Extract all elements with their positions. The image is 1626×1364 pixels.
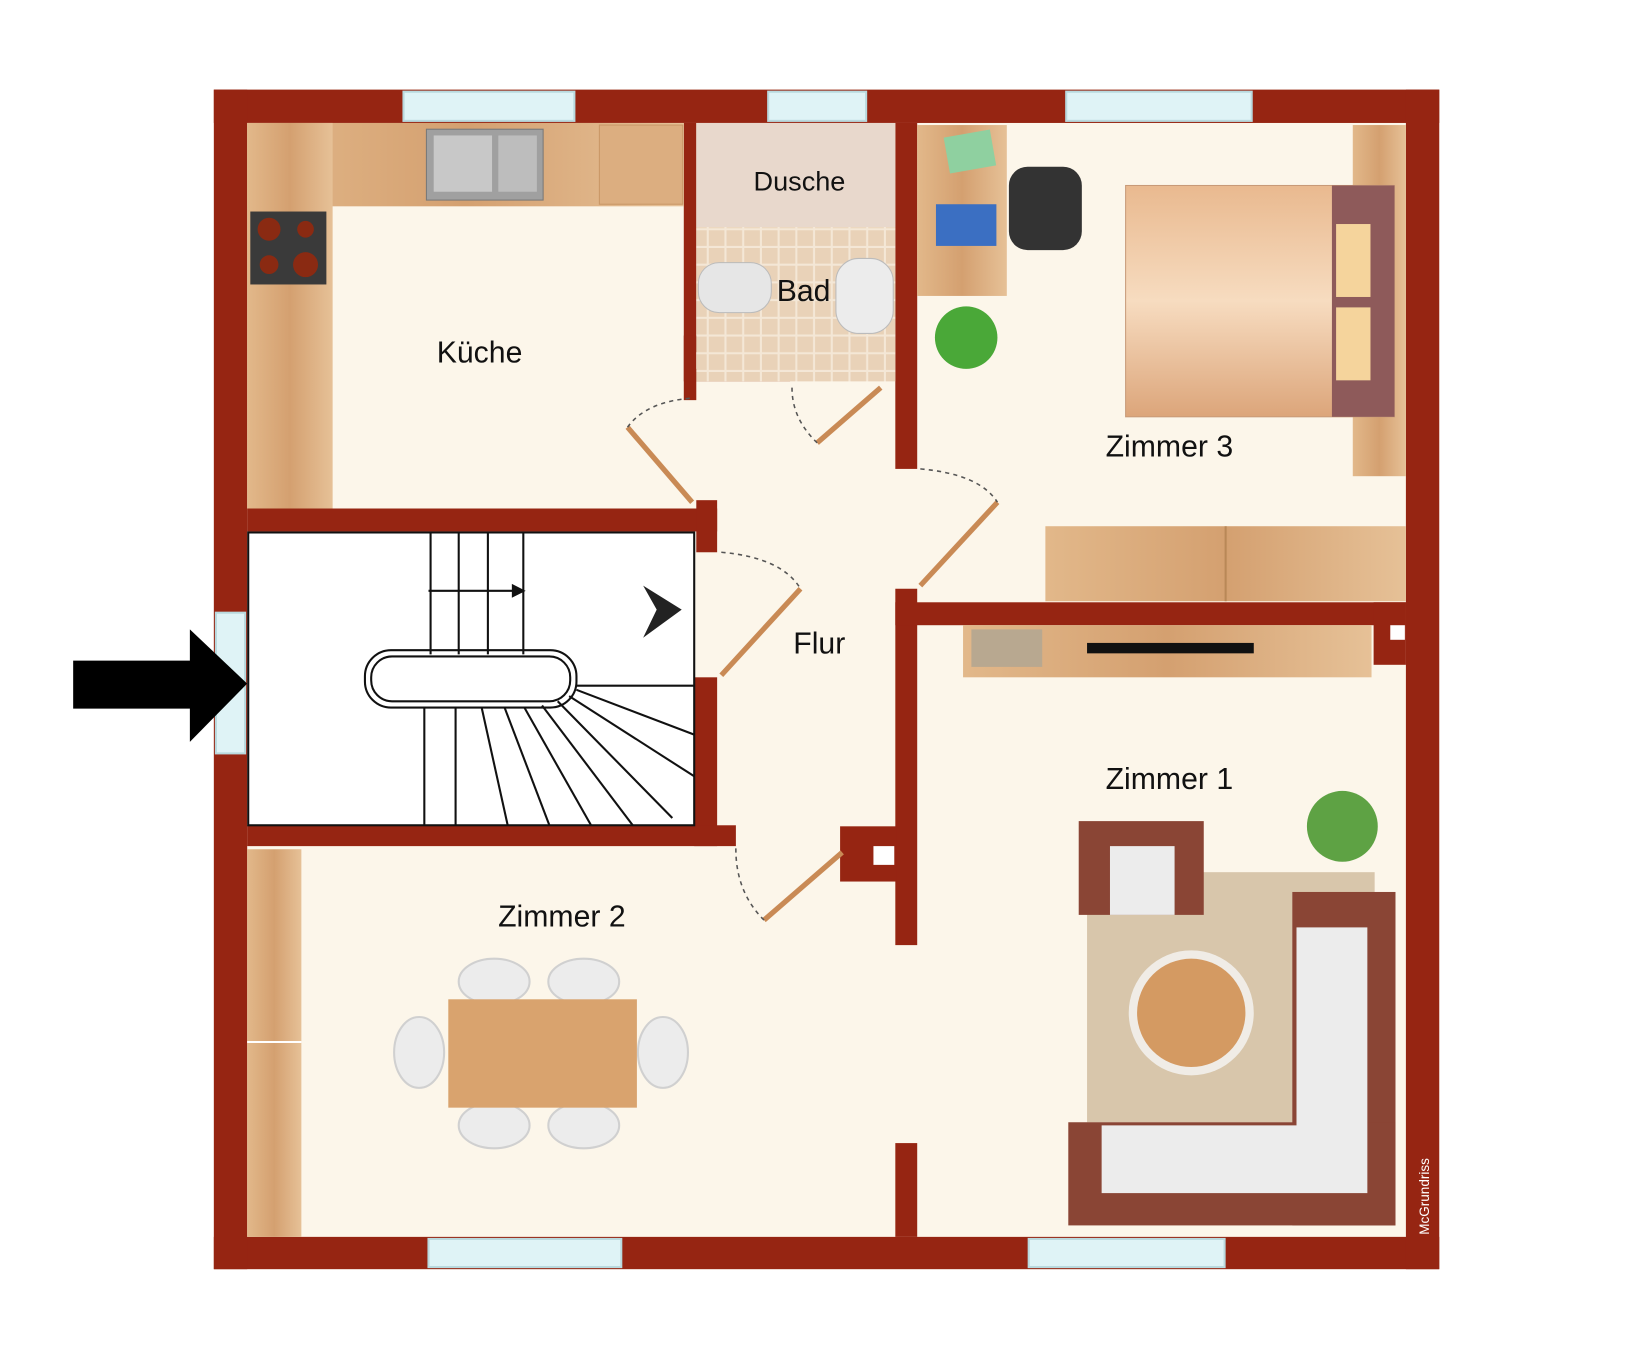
room1-furniture xyxy=(963,625,1396,1226)
doors xyxy=(625,383,1000,923)
entrance-arrow-icon xyxy=(73,629,248,742)
label-room1: Zimmer 1 xyxy=(1106,763,1234,796)
dining-table xyxy=(448,999,637,1108)
stair-direction-icon xyxy=(643,585,682,638)
label-room2: Zimmer 2 xyxy=(498,900,626,933)
staircase xyxy=(247,531,696,827)
windows xyxy=(214,90,1253,1269)
watermark: McGrundriss xyxy=(1417,1158,1432,1235)
label-bath: Bad xyxy=(777,275,831,308)
plant xyxy=(1306,790,1378,862)
kitchen-counter xyxy=(247,122,684,509)
label-hall: Flur xyxy=(793,627,845,660)
label-room3: Zimmer 3 xyxy=(1106,430,1234,463)
bathroom-fixtures xyxy=(696,122,896,382)
room3-furniture xyxy=(917,125,1406,602)
label-shower: Dusche xyxy=(754,166,846,197)
label-kitchen: Küche xyxy=(437,337,523,370)
room2-furniture xyxy=(247,849,690,1237)
chair xyxy=(1008,166,1082,251)
toilet xyxy=(697,262,772,314)
washbasin xyxy=(835,257,894,334)
plant xyxy=(934,306,998,369)
